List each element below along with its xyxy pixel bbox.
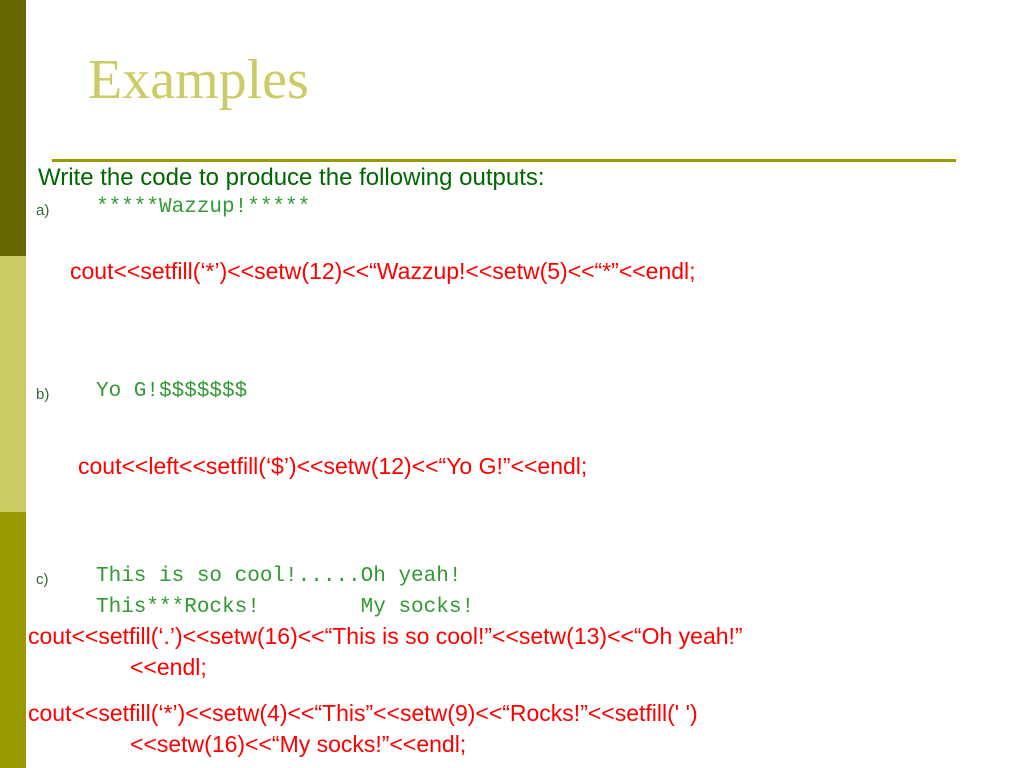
item-c-marker: c) [36,571,49,588]
title-divider [52,159,956,162]
decor-bar-top [0,0,26,256]
item-a-marker: a) [36,202,50,219]
decor-bar-middle [0,256,26,512]
decor-bar-bottom [0,512,26,768]
slide-title: Examples [88,49,309,111]
item-a-code: cout<<setfill(‘*’)<<setw(12)<<“Wazzup!<<… [70,258,696,284]
item-c-code1-line2: <<endl; [130,654,207,680]
item-b-marker: b) [36,386,50,403]
item-a-output: *****Wazzup!***** [96,196,311,219]
item-c-code2-line1: cout<<setfill(‘*’)<<setw(4)<<“This”<<set… [28,700,698,726]
item-b-code: cout<<left<<setfill(‘$’)<<setw(12)<<“Yo … [78,453,588,479]
intro-text: Write the code to produce the following … [38,164,545,191]
item-b-output: Yo G!$$$$$$$ [96,380,248,403]
item-c-output-line1: This is so cool!.....Oh yeah! [96,565,462,588]
item-c-code2-line2: <<setw(16)<<“My socks!”<<endl; [130,731,467,757]
item-c-output-line2: This***Rocks! My socks! [96,596,475,619]
item-c-code1-line1: cout<<setfill(‘.’)<<setw(16)<<“This is s… [28,623,743,649]
